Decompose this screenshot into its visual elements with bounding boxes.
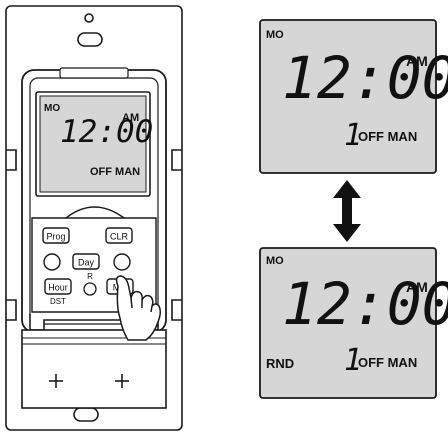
svg-text:Day: Day [78,258,95,268]
top-program-number: 1 [344,118,362,153]
bottom-program-number: 1 [344,343,362,378]
double-arrow-icon [333,180,361,242]
hour-button[interactable]: Hour [44,278,72,295]
bottom-status: OFF MAN [358,355,417,370]
device-ampm: AM [122,112,139,124]
top-status: OFF MAN [358,129,417,144]
day-button[interactable]: Day [72,253,100,270]
top-day-indicator: MO [266,29,284,41]
lcd-display-top: MO 12:00 AM 1 OFF MAN [259,19,448,174]
reset-label: R [87,272,93,281]
bottom-time: 12:00 [282,270,448,338]
svg-text:Prog: Prog [46,232,65,242]
device-time: 12:00 [60,114,153,150]
reset-button[interactable] [83,282,97,296]
device-lcd: MO 12:00 AM OFF MAN [35,91,153,197]
lcd-display-bottom: MO 12:00 AM RND 1 OFF MAN [259,247,448,399]
bottom-ampm: AM [406,279,428,295]
clr-button[interactable]: CLR [105,227,133,244]
prog-button[interactable]: Prog [42,227,70,244]
svg-text:CLR: CLR [110,232,129,242]
right-round-button[interactable] [113,253,131,271]
screw-plus-icon [49,374,63,388]
bottom-mode: RND [266,356,294,371]
svg-text:Hour: Hour [48,283,68,293]
dst-label: DST [50,297,66,306]
left-round-button[interactable] [43,253,61,271]
hinged-cover [21,314,167,409]
top-time: 12:00 [282,44,448,112]
hand-pointer-icon [115,275,162,341]
device-day-indicator: MO [44,103,60,114]
screw-plus-icon [115,374,129,388]
device-status: OFF MAN [90,166,140,178]
top-ampm: AM [406,53,428,69]
bottom-day-indicator: MO [266,255,284,267]
